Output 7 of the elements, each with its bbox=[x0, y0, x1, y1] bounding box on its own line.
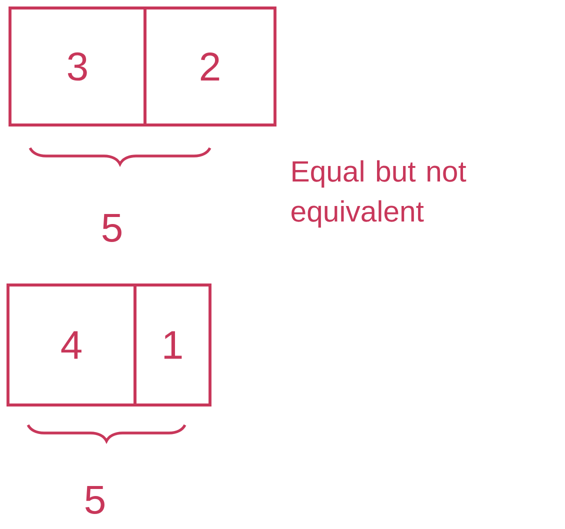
bar-cell: 4 bbox=[6, 284, 136, 406]
sum-label: 5 bbox=[102, 214, 122, 242]
bar-cell: 2 bbox=[144, 6, 276, 126]
bar-cell: 3 bbox=[8, 6, 146, 126]
sum-label: 5 bbox=[86, 486, 104, 514]
bar-cell: 1 bbox=[134, 284, 212, 406]
note-text: Equal but not equivalent bbox=[292, 160, 466, 228]
